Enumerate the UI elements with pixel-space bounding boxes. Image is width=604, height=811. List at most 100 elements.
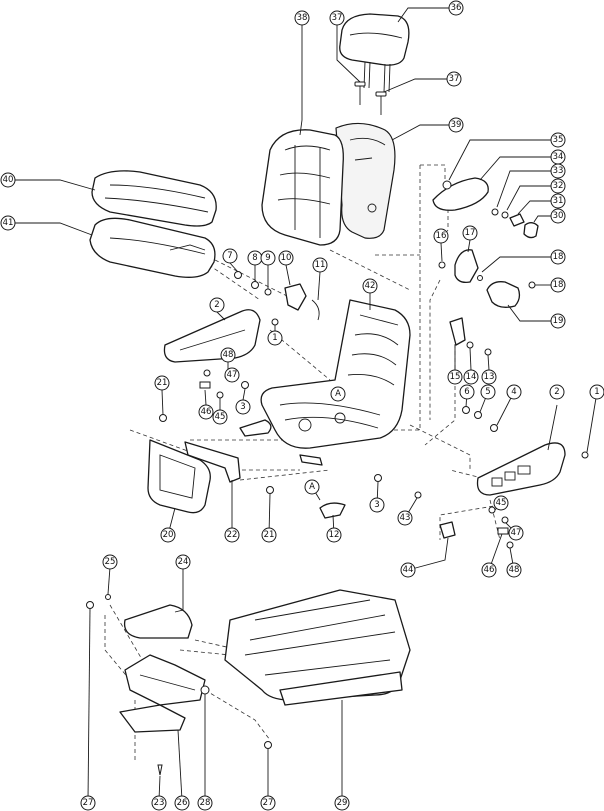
callout-label: 45 [496, 498, 507, 508]
callout-46: 46 [198, 404, 214, 420]
callout-24: 24 [175, 554, 191, 570]
callout-29: 29 [334, 795, 350, 811]
callout-label: 42 [365, 281, 376, 291]
cushion-frame [124, 654, 206, 706]
callout-42: 42 [362, 278, 378, 294]
callout-label: 31 [553, 196, 564, 206]
callout-36: 36 [448, 0, 464, 16]
callout-32: 32 [550, 178, 566, 194]
seat-cushion-cover [91, 170, 217, 227]
callout-15: 15 [447, 369, 463, 385]
seatback-side-cover [432, 177, 489, 211]
seat-track-assembly [224, 589, 411, 706]
seat-side-cover-right [476, 442, 589, 496]
callout-label: 30 [553, 211, 564, 221]
cushion-support-pad [123, 604, 193, 639]
callout-27: 27 [80, 795, 96, 811]
callout-30: 30 [550, 208, 566, 224]
callout-label: 2 [214, 300, 219, 310]
callout-label: 20 [163, 530, 174, 540]
recliner-cover-lower [477, 275, 536, 308]
callout-23: 23 [151, 795, 167, 811]
callout-label: 28 [200, 798, 211, 808]
callout-label: 3 [374, 500, 379, 510]
seat-side-cover-left [163, 309, 261, 363]
seatback-pad [335, 122, 396, 239]
callout-label: 7 [227, 251, 232, 261]
hinge-cover [442, 180, 539, 239]
callout-label: 45 [215, 412, 226, 422]
callout-38: 38 [294, 10, 310, 26]
seatback-cover [261, 129, 344, 246]
headrest [339, 13, 410, 93]
callout-17: 17 [462, 225, 478, 241]
callout-19: 19 [550, 313, 566, 329]
callout-label: 11 [315, 260, 326, 270]
callout-label: 39 [451, 120, 462, 130]
callout-label: 16 [436, 231, 447, 241]
callout-39: 39 [448, 117, 464, 133]
callout-label: 27 [83, 798, 94, 808]
callout-label: 24 [178, 557, 189, 567]
seat-frame [239, 299, 411, 466]
callout-label: 2 [554, 387, 559, 397]
callout-33: 33 [550, 163, 566, 179]
callout-20: 20 [160, 527, 176, 543]
callout-label: 25 [105, 557, 116, 567]
callout-label: 18 [553, 252, 564, 262]
callout-label: 5 [485, 387, 490, 397]
callout-label: 4 [511, 387, 516, 397]
callout-label: 34 [553, 152, 564, 162]
callout-label: 9 [265, 253, 270, 263]
callout-label: 47 [227, 370, 238, 380]
callout-label: 13 [484, 372, 495, 382]
callout-16: 16 [433, 228, 449, 244]
callout-label: 37 [332, 13, 343, 23]
callout-13: 13 [481, 369, 497, 385]
callout-45: 45 [493, 495, 509, 511]
callout-4: 4 [506, 384, 522, 400]
callout-label: A [309, 482, 315, 492]
callout-label: 38 [297, 13, 308, 23]
callout-26: 26 [174, 795, 190, 811]
callout-label: 48 [509, 565, 520, 575]
callout-37: 37 [446, 71, 462, 87]
callout-48: 48 [506, 562, 522, 578]
callout-label: 21 [264, 530, 275, 540]
callout-2: 2 [209, 297, 225, 313]
callout-label: 6 [464, 387, 469, 397]
callout-22: 22 [224, 527, 240, 543]
seat-cushion-pad [89, 217, 216, 278]
callout-37: 37 [329, 10, 345, 26]
callout-label: 10 [281, 253, 292, 263]
recliner-small-parts [234, 271, 320, 321]
callout-25: 25 [102, 554, 118, 570]
callout-2: 2 [549, 384, 565, 400]
callout-11: 11 [312, 257, 328, 273]
mounting-bracket [159, 414, 382, 494]
callout-46: 46 [481, 562, 497, 578]
callout-label: 46 [484, 565, 495, 575]
callout-43: 43 [397, 510, 413, 526]
callout-label: 18 [553, 280, 564, 290]
callout-18: 18 [550, 277, 566, 293]
callout-27: 27 [260, 795, 276, 811]
callout-40: 40 [0, 172, 16, 188]
callout-label: 32 [553, 181, 564, 191]
callout-7: 7 [222, 248, 238, 264]
callout-34: 34 [550, 149, 566, 165]
callout-label: 22 [227, 530, 238, 540]
callout-9: 9 [260, 250, 276, 266]
callout-47: 47 [508, 525, 524, 541]
callout-1: 1 [267, 330, 283, 346]
callout-label: 3 [240, 402, 245, 412]
callout-label: 14 [466, 372, 477, 382]
callout-label: 1 [272, 333, 277, 343]
callout-label: 26 [177, 798, 188, 808]
callout-35: 35 [550, 132, 566, 148]
callout-label: 29 [337, 798, 348, 808]
callout-label: 27 [263, 798, 274, 808]
callout-48: 48 [220, 347, 236, 363]
headrest-support [354, 81, 387, 115]
